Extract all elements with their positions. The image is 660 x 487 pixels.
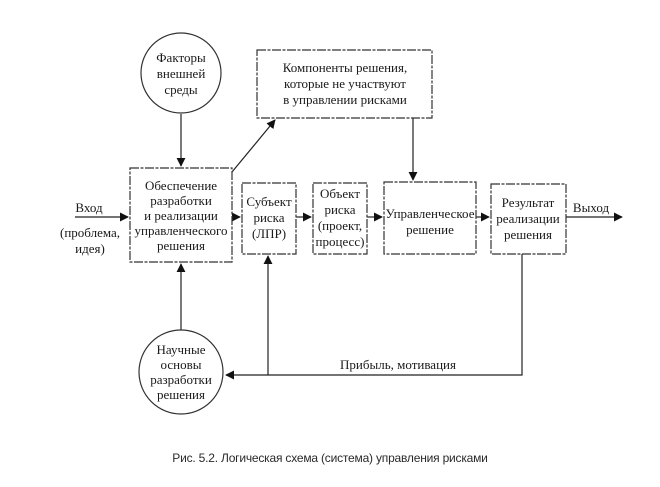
node-text-line: Компоненты решения, — [283, 60, 408, 75]
node-text-line: решения — [504, 227, 552, 242]
node-external-factors: Факторы внешней среды — [140, 32, 222, 114]
node-text-line: разработки — [150, 193, 212, 208]
node-scientific-basis: Научные основы разработки решения — [138, 329, 224, 415]
input-detail-label: идея) — [75, 241, 105, 256]
node-text-line: разработки — [150, 372, 212, 387]
node-result: Результат реализации решения — [490, 183, 567, 255]
node-text-line: (ЛПР) — [252, 226, 286, 241]
node-text-line: Факторы — [156, 50, 206, 65]
node-text-line: (проект, — [318, 218, 362, 233]
node-text-line: риска — [324, 202, 355, 217]
node-components: Компоненты решения, которые не участвуют… — [256, 49, 433, 119]
input-detail-label: (проблема, — [60, 225, 120, 240]
node-text-line: решения — [157, 387, 205, 402]
node-text-line: реализации — [496, 211, 560, 226]
node-object: Объект риска (проект, процесс) — [312, 182, 368, 255]
node-text-line: среды — [164, 82, 197, 97]
node-text-line: в управлении рисками — [283, 92, 407, 107]
node-text-line: риска — [253, 210, 284, 225]
node-text-line: Результат — [502, 195, 555, 210]
node-provision: Обеспечение разработки и реализации упра… — [129, 167, 233, 263]
node-text-line: Обеспечение — [145, 178, 217, 193]
node-text-line: решения — [157, 238, 205, 253]
figure-caption: Рис. 5.2. Логическая схема (система) упр… — [172, 451, 488, 465]
node-text-line: которые не участвуют — [284, 76, 406, 91]
feedback-label: Прибыль, мотивация — [340, 357, 456, 372]
node-text-line: Научные — [157, 342, 206, 357]
node-text-line: и реализации — [144, 208, 218, 223]
node-text-line: основы — [161, 357, 202, 372]
edge-provision-to-components — [231, 119, 276, 173]
input-label: Вход — [75, 200, 103, 215]
node-text-line: внешней — [157, 66, 206, 81]
edge-feedback-loop — [225, 254, 523, 380]
output-label: Выход — [573, 200, 610, 215]
node-text-line: Субъект — [246, 194, 292, 209]
node-text-line: управленческого — [135, 223, 228, 238]
node-text-line: Объект — [320, 186, 360, 201]
node-text-line: Управленческое — [386, 206, 475, 221]
node-subject: Субъект риска (ЛПР) — [241, 182, 297, 255]
edges — [75, 114, 623, 380]
node-text-line: процесс) — [316, 234, 365, 249]
node-text-line: решение — [406, 222, 454, 237]
node-decision: Управленческое решение — [383, 181, 477, 255]
